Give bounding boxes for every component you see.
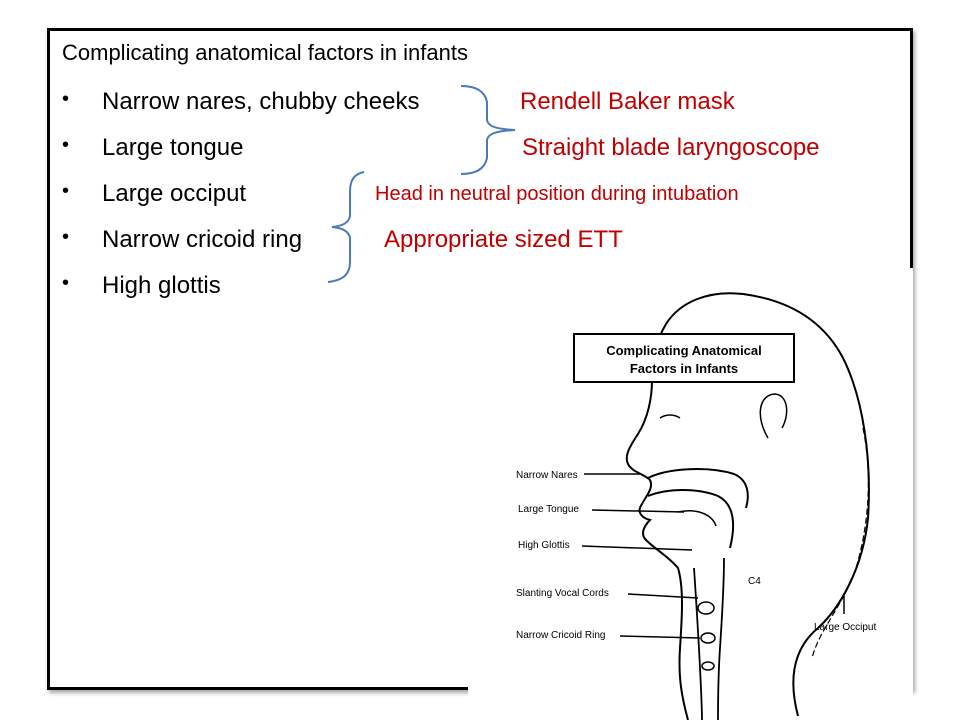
trachea-front — [693, 567, 703, 720]
label-high-glottis: High Glottis — [518, 540, 570, 551]
brace-icon — [460, 85, 516, 175]
occiput-line — [811, 427, 869, 659]
label-slanting-vocal-cords: Slanting Vocal Cords — [516, 588, 609, 599]
slide-title: Complicating anatomical factors in infan… — [62, 40, 468, 65]
tongue-line — [647, 489, 735, 549]
leader-line — [581, 545, 693, 551]
bullet-dot-icon: • — [62, 88, 70, 110]
note-neutral-position: Head in neutral position during intubati… — [375, 183, 739, 205]
label-narrow-nares: Narrow Nares — [516, 470, 578, 481]
bullet-dot-icon: • — [62, 272, 70, 294]
cricoid-ring-shape — [700, 632, 716, 644]
label-c4: C4 — [748, 576, 761, 587]
bullet-text: High glottis — [102, 272, 221, 299]
bullet-text: Large tongue — [102, 134, 244, 161]
note-appropriate-ett: Appropriate sized ETT — [384, 226, 623, 253]
eye-shape — [659, 414, 681, 419]
palate-line — [647, 468, 749, 509]
bullet-dot-icon: • — [62, 180, 70, 202]
head-outline — [625, 292, 870, 720]
ear-shape — [759, 393, 788, 439]
figure-title-line2: Factors in Infants — [630, 361, 738, 376]
vocal-cords-shape — [697, 601, 715, 615]
trachea-back — [717, 557, 725, 720]
leader-line — [627, 593, 699, 599]
bullet-dot-icon: • — [62, 226, 70, 248]
label-large-occiput: Large Occiput — [814, 622, 876, 633]
bullet-text: Narrow cricoid ring — [102, 226, 303, 253]
bullet-text: Narrow nares, chubby cheeks — [102, 88, 420, 115]
figure-title-line1: Complicating Anatomical — [606, 343, 762, 358]
note-rendell-baker: Rendell Baker mask — [520, 88, 735, 115]
bullet-text: Large occiput — [102, 180, 247, 207]
label-large-tongue: Large Tongue — [518, 504, 579, 515]
leader-line — [619, 635, 701, 639]
label-narrow-cricoid-ring: Narrow Cricoid Ring — [516, 630, 605, 641]
leader-line — [591, 509, 685, 513]
figure-title-box — [573, 333, 795, 383]
note-straight-blade: Straight blade laryngoscope — [522, 134, 820, 161]
cricoid-ring-shape — [701, 661, 715, 671]
infant-airway-diagram: Complicating Anatomical Factors in Infan… — [468, 268, 913, 720]
brace-icon — [327, 171, 365, 283]
bullet-dot-icon: • — [62, 134, 70, 156]
